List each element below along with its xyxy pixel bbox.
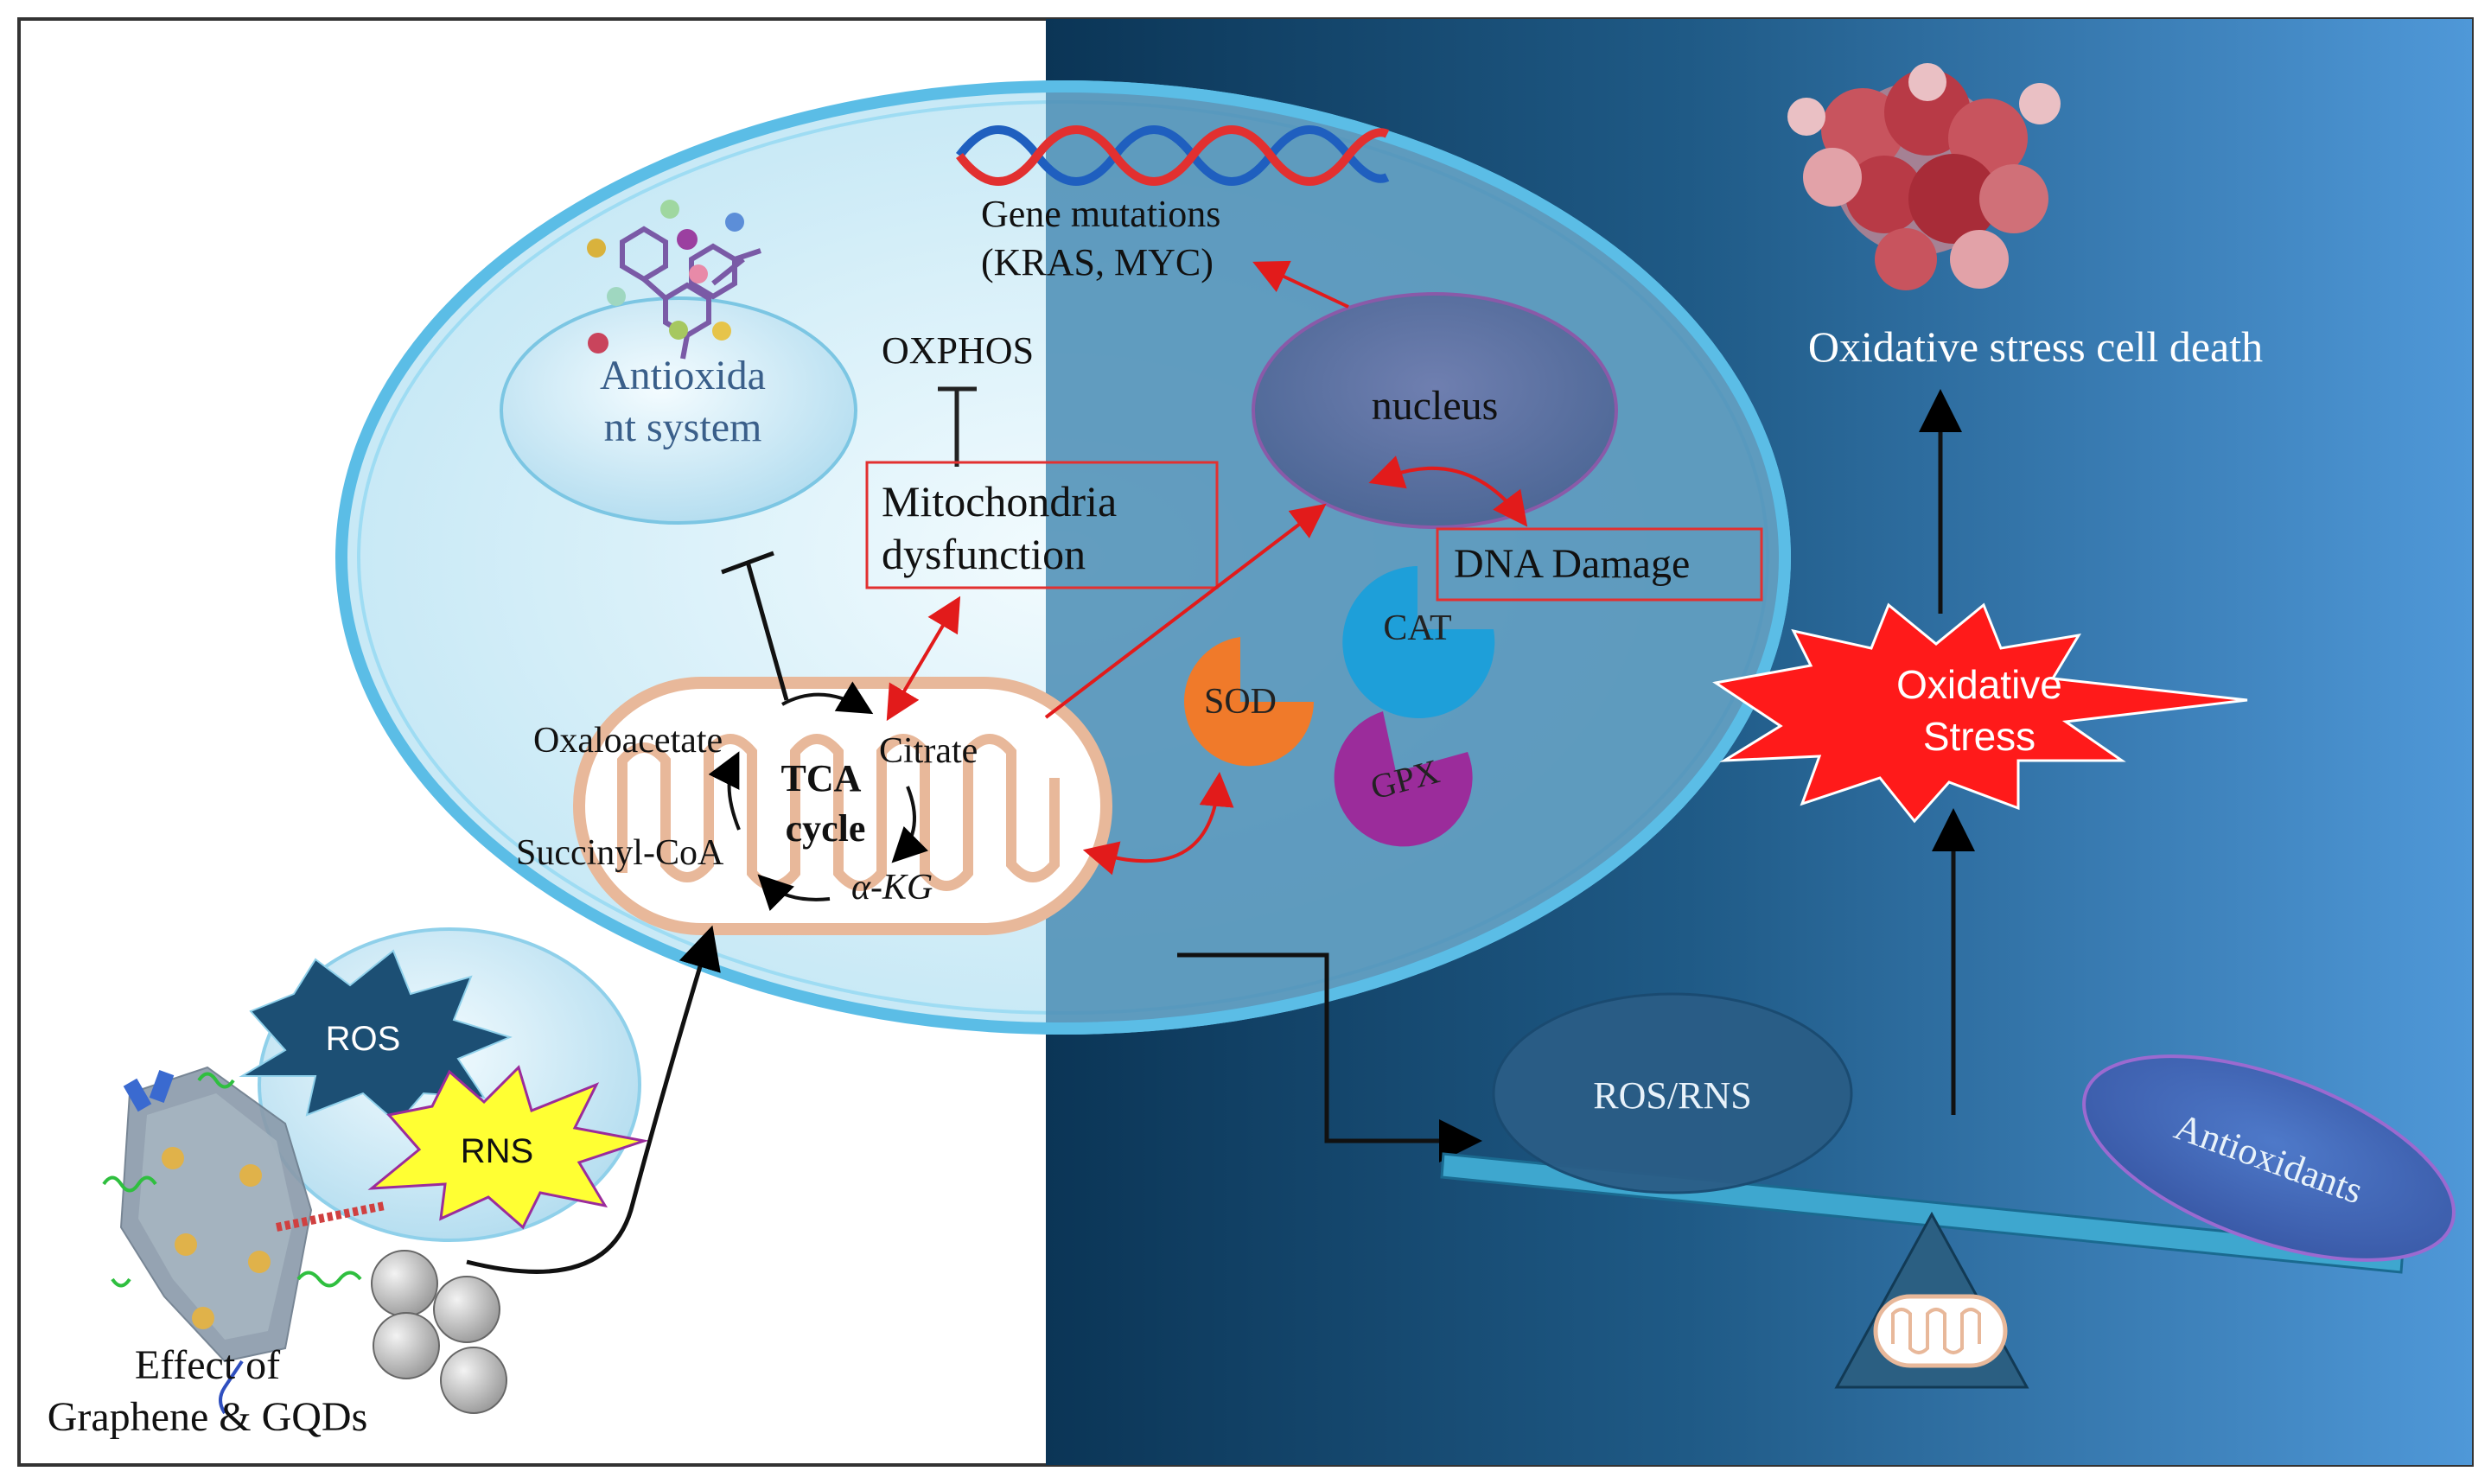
gene-mutations-label-2: (KRAS, MYC) [981,241,1214,283]
gene-mutations-label-1: Gene mutations [981,193,1220,235]
nanoparticle [433,1276,500,1343]
quantum-dot [175,1233,197,1256]
gpx-enzyme: GPX [1334,711,1473,847]
quantum-dot [239,1164,262,1187]
rns-burst [367,1065,649,1230]
ros-rns-label: ROS/RNS [1593,1074,1751,1117]
oxaloacetate-label: Oxaloacetate [533,721,723,761]
oxidative-stress-label-2: Stress [1923,714,2035,759]
molecule-dot [588,333,608,353]
molecule-dot [607,287,626,306]
molecule-dot [669,321,688,340]
dna-helix-icon [956,125,1390,186]
quantum-dot [248,1251,271,1273]
ros-rns-bubble: ROS/RNS [1492,992,1853,1194]
nanoparticle [371,1250,438,1317]
quantum-dot [162,1147,184,1169]
oxidative-stress-burst: Oxidative Stress [1712,602,2248,824]
effect-label-2: Graphene & GQDs [48,1394,368,1440]
elbow-arrow [1177,952,1482,1162]
oxphos-inhibition [938,386,977,467]
citrate-label: Citrate [879,731,978,771]
alpha-kg-label: α-KG [851,868,933,908]
nucleus-label: nucleus [1372,383,1499,429]
ros-rns-cell: ROS RNS [239,927,649,1242]
cat-enzyme: CAT [1342,566,1495,718]
molecule-dot [712,322,731,341]
mito-dysfunction-label-1: Mitochondria [882,477,1117,525]
tca-label-2: cycle [786,807,866,850]
entry-arrow [466,925,721,1274]
molecule-dot [689,264,708,283]
oxidative-stress-label-1: Oxidative [1896,662,2062,707]
mitochondrion-small-icon [1873,1294,2008,1368]
succinyl-coa-label: Succinyl-CoA [516,833,724,873]
nanoparticles [371,1250,507,1414]
graphene-sheet-icon [102,1066,385,1415]
quantum-dot [192,1307,214,1329]
antioxidant-label-2: nt system [604,404,762,450]
mito-dysfunction-label-2: dysfunction [882,530,1086,578]
antioxidant-inhibition [721,551,789,701]
ros-burst [239,949,513,1125]
effect-label-1: Effect of [135,1342,280,1388]
tca-label-1: TCA [781,757,862,799]
sod-label: SOD [1204,682,1277,722]
rns-label: RNS [461,1132,533,1170]
antioxidants-bubble: Antioxidants [2082,1054,2456,1262]
mitochondrion-icon [573,677,1112,935]
dead-cell-icon [1787,63,2061,290]
molecule-dot [587,239,606,258]
cat-label: CAT [1383,608,1451,648]
sod-enzyme: SOD [1184,637,1314,767]
molecule-dot [677,229,698,250]
dna-damage-label: DNA Damage [1454,541,1690,587]
red-arrows [886,260,1528,876]
molecule-icon [620,226,761,360]
mito-dysfunction-box [865,461,1219,589]
dna-damage-box [1436,527,1763,602]
tca-cycle: TCA cycle [708,681,928,911]
ros-label: ROS [326,1020,401,1058]
nucleus: nucleus [1252,292,1618,529]
molecule-dot [660,200,679,219]
nanoparticle [373,1312,440,1379]
nanoparticle [440,1347,507,1414]
antioxidant-system: Antioxida nt system [500,200,857,525]
oxphos-label: OXPHOS [882,329,1034,372]
cell-death-label: Oxidative stress cell death [1808,322,2263,371]
antioxidant-label-1: Antioxida [600,353,766,398]
molecule-dot [725,213,744,232]
